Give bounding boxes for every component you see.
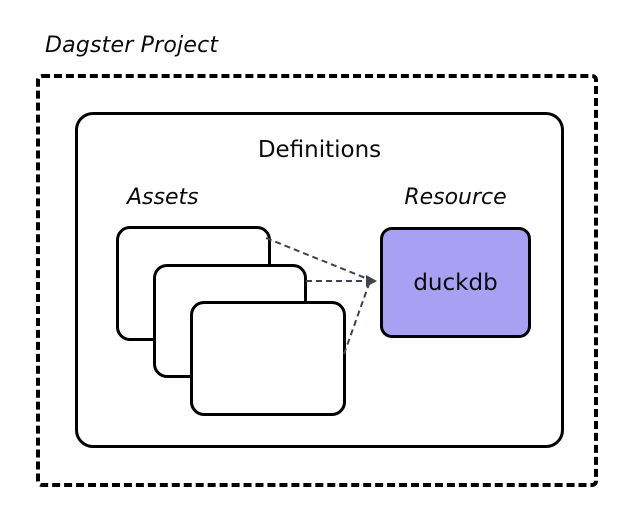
resource-box-duckdb: duckdb [380, 227, 531, 338]
resource-label: Resource [404, 185, 507, 210]
definitions-label: Definitions [257, 137, 382, 163]
assets-label: Assets [127, 185, 199, 210]
definitions-box: Definitions Assets Resource duckdb [75, 112, 564, 448]
project-title: Dagster Project [45, 33, 219, 58]
asset-card [190, 301, 346, 416]
project-boundary-box [36, 74, 598, 487]
resource-name: duckdb [413, 269, 498, 296]
